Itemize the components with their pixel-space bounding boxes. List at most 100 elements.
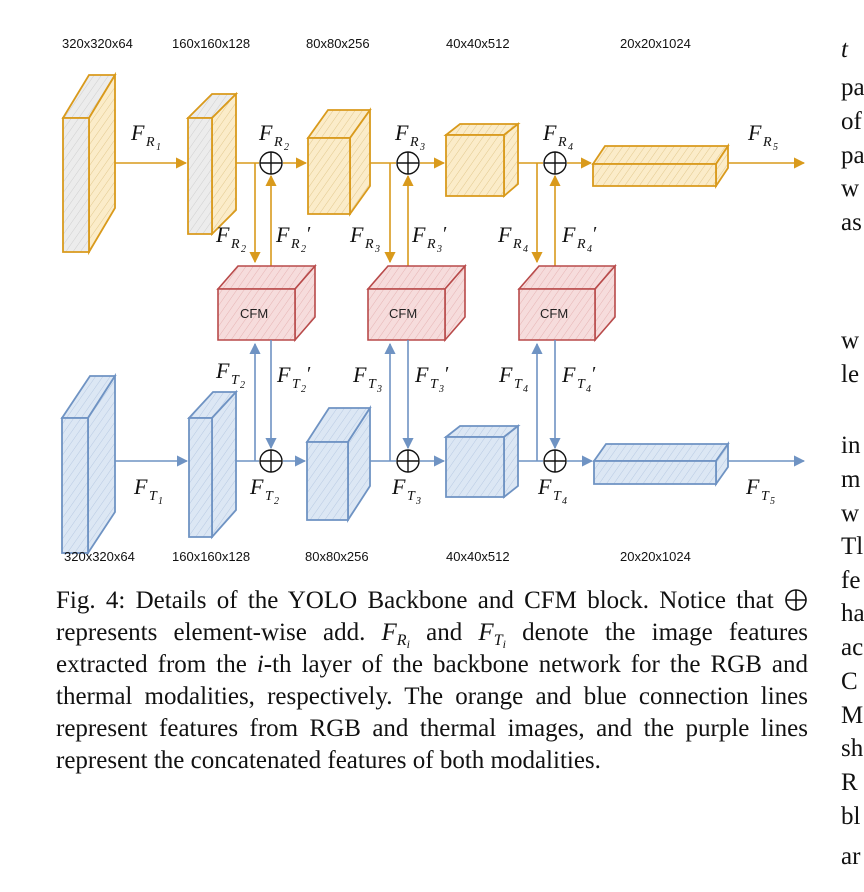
adjacent-column-line: m <box>841 466 861 493</box>
svg-text:F: F <box>391 474 406 499</box>
thermal-label-main-1: F T 1 <box>133 474 163 507</box>
svg-text:′: ′ <box>443 223 447 245</box>
svg-text:F: F <box>394 120 409 145</box>
caption-and: and <box>426 619 463 646</box>
svg-text:′: ′ <box>307 363 311 385</box>
svg-text:F: F <box>414 362 429 387</box>
svg-text:F: F <box>276 362 291 387</box>
thermal-label-main-2: F T 2 <box>249 474 279 507</box>
thermal-feature-block-3 <box>305 404 372 524</box>
rgb-label-main-3: F R 3 <box>394 120 425 153</box>
adjacent-column-line: fe <box>841 567 861 594</box>
svg-text:T: T <box>265 489 274 504</box>
bottom-dim-label-3: 80x80x256 <box>305 549 369 564</box>
svg-text:F: F <box>130 120 145 145</box>
cfm-label-2: CFM <box>389 306 417 321</box>
caption-i-var: i <box>256 651 264 678</box>
svg-text:R: R <box>762 135 772 150</box>
svg-text:T: T <box>553 489 562 504</box>
svg-text:2: 2 <box>241 244 246 255</box>
thermal-label-up-3: F T 3 <box>352 362 382 395</box>
adjacent-column-line: of <box>841 108 862 135</box>
svg-text:R: R <box>364 237 374 252</box>
caption-rest: -th layer of the backbone network for th… <box>56 651 808 774</box>
svg-text:2: 2 <box>284 142 289 153</box>
rgb-label-up-3: F R 3 ′ <box>411 222 447 255</box>
adjacent-column-line: bl <box>841 803 861 830</box>
rgb-add-node-4 <box>543 151 567 175</box>
svg-text:3: 3 <box>415 496 421 507</box>
oplus-icon <box>785 589 807 611</box>
top-dim-label-3: 80x80x256 <box>306 36 370 51</box>
svg-text:T: T <box>407 489 416 504</box>
bottom-dim-label-2: 160x160x128 <box>172 549 250 564</box>
rgb-label-up-2: F R 2 ′ <box>275 222 311 255</box>
svg-text:3: 3 <box>419 142 425 153</box>
top-dim-label-4: 40x40x512 <box>446 36 510 51</box>
cfm-label-1: CFM <box>240 306 268 321</box>
svg-text:R: R <box>290 237 300 252</box>
svg-text:F: F <box>561 222 576 247</box>
svg-text:R: R <box>426 237 436 252</box>
rgb-label-down-2: F R 2 <box>215 222 246 255</box>
adjacent-column-line: w <box>841 327 860 354</box>
adjacent-column-line: w <box>841 500 860 527</box>
svg-text:R: R <box>409 135 419 150</box>
svg-text:4: 4 <box>568 142 573 153</box>
svg-text:F: F <box>249 474 264 499</box>
svg-text:′: ′ <box>445 363 449 385</box>
thermal-add-node-2 <box>259 449 283 473</box>
cfm-block-2: CFM <box>366 263 467 343</box>
rgb-feature-block-5 <box>591 143 730 189</box>
svg-text:1: 1 <box>158 496 163 507</box>
svg-text:F: F <box>411 222 426 247</box>
adjacent-column-line: R <box>841 769 858 796</box>
rgb-feature-block-2 <box>185 91 239 237</box>
thermal-add-node-3 <box>396 449 420 473</box>
svg-text:5: 5 <box>770 496 775 507</box>
adjacent-column-line: w <box>841 175 860 202</box>
rgb-label-main-4: F R 4 <box>542 120 573 153</box>
svg-text:T: T <box>430 377 439 392</box>
caption-fti: FTi <box>478 619 506 651</box>
svg-text:F: F <box>537 474 552 499</box>
figure-caption: Fig. 4: Details of the YOLO Backbone and… <box>56 585 808 777</box>
svg-text:F: F <box>215 222 230 247</box>
svg-text:2: 2 <box>240 380 245 391</box>
svg-text:F: F <box>352 362 367 387</box>
svg-text:4: 4 <box>523 384 528 395</box>
bottom-dim-label-1: 320x320x64 <box>64 549 135 564</box>
svg-text:′: ′ <box>593 223 597 245</box>
svg-text:F: F <box>133 474 148 499</box>
svg-text:T: T <box>149 489 158 504</box>
thermal-label-up-2: F T 2 <box>215 358 245 391</box>
rgb-label-up-4: F R 4 ′ <box>561 222 597 255</box>
thermal-feature-block-1 <box>60 372 117 557</box>
thermal-label-down-4: F T 4 ′ <box>561 362 596 395</box>
svg-text:T: T <box>514 377 523 392</box>
svg-text:F: F <box>275 222 290 247</box>
svg-text:4: 4 <box>523 244 528 255</box>
thermal-label-main-4: F T 4 <box>537 474 567 507</box>
adjacent-column-line: ar <box>841 843 861 870</box>
thermal-stream <box>60 340 806 557</box>
svg-text:3: 3 <box>374 244 380 255</box>
svg-text:R: R <box>557 135 567 150</box>
thermal-label-down-2: F T 2 ′ <box>276 362 311 395</box>
svg-text:1: 1 <box>156 142 161 153</box>
svg-text:F: F <box>258 120 273 145</box>
adjacent-column-line: C <box>841 668 858 695</box>
svg-text:T: T <box>577 377 586 392</box>
svg-text:F: F <box>561 362 576 387</box>
top-dim-label-5: 20x20x1024 <box>620 36 691 51</box>
thermal-label-up-4: F T 4 <box>498 362 528 395</box>
rgb-label-down-4: F R 4 <box>497 222 528 255</box>
adjacent-column-line: pa <box>841 74 864 101</box>
cfm-block-1: CFM <box>216 263 317 343</box>
adjacent-column-line: le <box>841 361 860 388</box>
caption-after-fti: denote the image features extracted from… <box>56 619 809 678</box>
svg-text:3: 3 <box>438 384 444 395</box>
svg-text:T: T <box>368 377 377 392</box>
adjacent-column-line: as <box>841 209 862 236</box>
